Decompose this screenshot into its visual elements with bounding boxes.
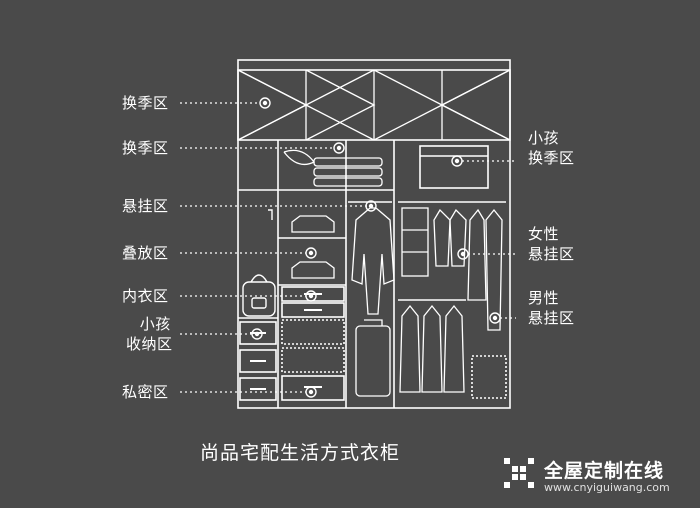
label-seasonal-top: 换季区 [122, 94, 169, 112]
label-men-hanging: 男性 悬挂区 [528, 289, 575, 327]
backpack-icon [242, 274, 276, 317]
leader-lines [180, 102, 516, 393]
folded-shirts-icon [291, 215, 335, 279]
brand-watermark: 全屋定制在线 www.cnyiguiwang.com [500, 450, 700, 500]
diagram-title: 尚品宅配生活方式衣柜 [199, 442, 400, 464]
label-folding: 叠放区 [122, 244, 169, 262]
drawer-4 [281, 347, 345, 373]
brand-url: www.cnyiguiwang.com [544, 481, 670, 494]
label-kids-storage: 小孩 收纳区 [126, 315, 173, 353]
pointer-dots [251, 97, 501, 398]
label-seasonal-middle: 换季区 [122, 139, 169, 157]
women-clothes-icon [401, 207, 503, 331]
wardrobe-frame [237, 59, 511, 409]
top-diamonds [237, 69, 511, 141]
label-hanging: 悬挂区 [122, 197, 169, 215]
kids-seasonal-box [419, 145, 489, 189]
drawer-2 [281, 302, 345, 318]
brand-name: 全屋定制在线 [544, 460, 665, 482]
long-coat-icon [351, 207, 395, 397]
men-clothes-icon [399, 304, 465, 393]
label-private: 私密区 [122, 383, 169, 401]
drawer-5 [281, 375, 345, 401]
label-women-hanging: 女性 悬挂区 [528, 225, 575, 263]
label-kids-seasonal: 小孩 换季区 [528, 129, 575, 167]
brand-logo-icon [504, 458, 534, 488]
folded-clothes-icon [283, 149, 383, 187]
label-underwear: 内衣区 [122, 287, 169, 305]
drawer-3 [281, 319, 345, 345]
